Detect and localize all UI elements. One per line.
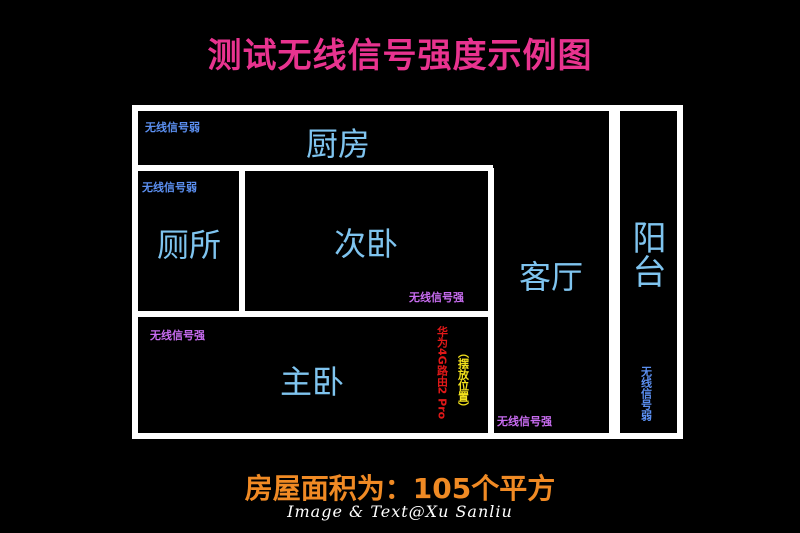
signal-label-living-room: 无线信号强 <box>496 414 552 428</box>
credit-watermark: Image & Text@Xu Sanliu <box>287 502 513 521</box>
room-label-master-bedroom: 主卧 <box>280 363 344 401</box>
diagram-title: 测试无线信号强度示例图 <box>207 36 593 76</box>
signal-label-balcony: 无线信号弱 <box>640 366 654 422</box>
walls <box>132 105 683 439</box>
router-label: 华为4G路由2 Pro <box>436 325 449 420</box>
room-label-toilet: 厕所 <box>157 226 221 264</box>
room-label-living-room: 客厅 <box>519 258 583 296</box>
outer-wall <box>132 105 683 439</box>
room-label-balcony: 阳台 <box>626 220 666 288</box>
signal-label-second-bedroom: 无线信号强 <box>408 290 464 304</box>
room-label-kitchen: 厨房 <box>306 125 370 163</box>
room-label-second-bedroom: 次卧 <box>334 225 398 263</box>
area-caption: 房屋面积为：105个平方 <box>244 472 556 505</box>
router-placement-label: （摆放位置） <box>457 347 471 413</box>
signal-label-kitchen: 无线信号弱 <box>144 120 200 134</box>
signal-label-toilet: 无线信号弱 <box>141 180 197 194</box>
signal-label-master-bedroom: 无线信号强 <box>149 328 205 342</box>
